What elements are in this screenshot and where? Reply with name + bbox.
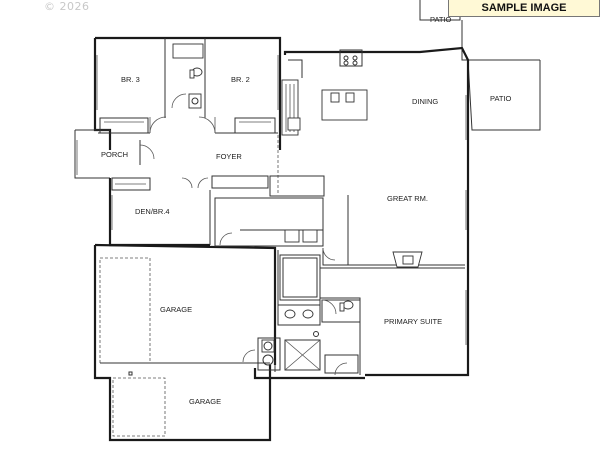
label-porch: PORCH	[101, 150, 128, 159]
label-great-room: GREAT RM.	[387, 194, 428, 203]
label-foyer: FOYER	[216, 152, 242, 161]
label-dining: DINING	[412, 97, 438, 106]
label-br3: BR. 3	[121, 75, 140, 84]
label-patio-top: PATIO	[430, 15, 452, 24]
copyright-watermark: © 2026	[44, 0, 90, 13]
label-garage-lower: GARAGE	[189, 397, 221, 406]
label-garage-upper: GARAGE	[160, 305, 192, 314]
label-br2: BR. 2	[231, 75, 250, 84]
garage-details	[99, 257, 276, 437]
exterior-walls	[74, 36, 470, 442]
sample-image-banner: SAMPLE IMAGE	[448, 0, 600, 17]
windows	[76, 55, 467, 345]
label-den: DEN/BR.4	[135, 207, 170, 216]
label-patio-right: PATIO	[490, 94, 512, 103]
kitchen	[281, 49, 368, 136]
bath-fixtures	[172, 43, 354, 366]
doors	[139, 93, 348, 376]
label-primary-suite: PRIMARY SUITE	[384, 317, 442, 326]
fireplace	[392, 251, 423, 268]
